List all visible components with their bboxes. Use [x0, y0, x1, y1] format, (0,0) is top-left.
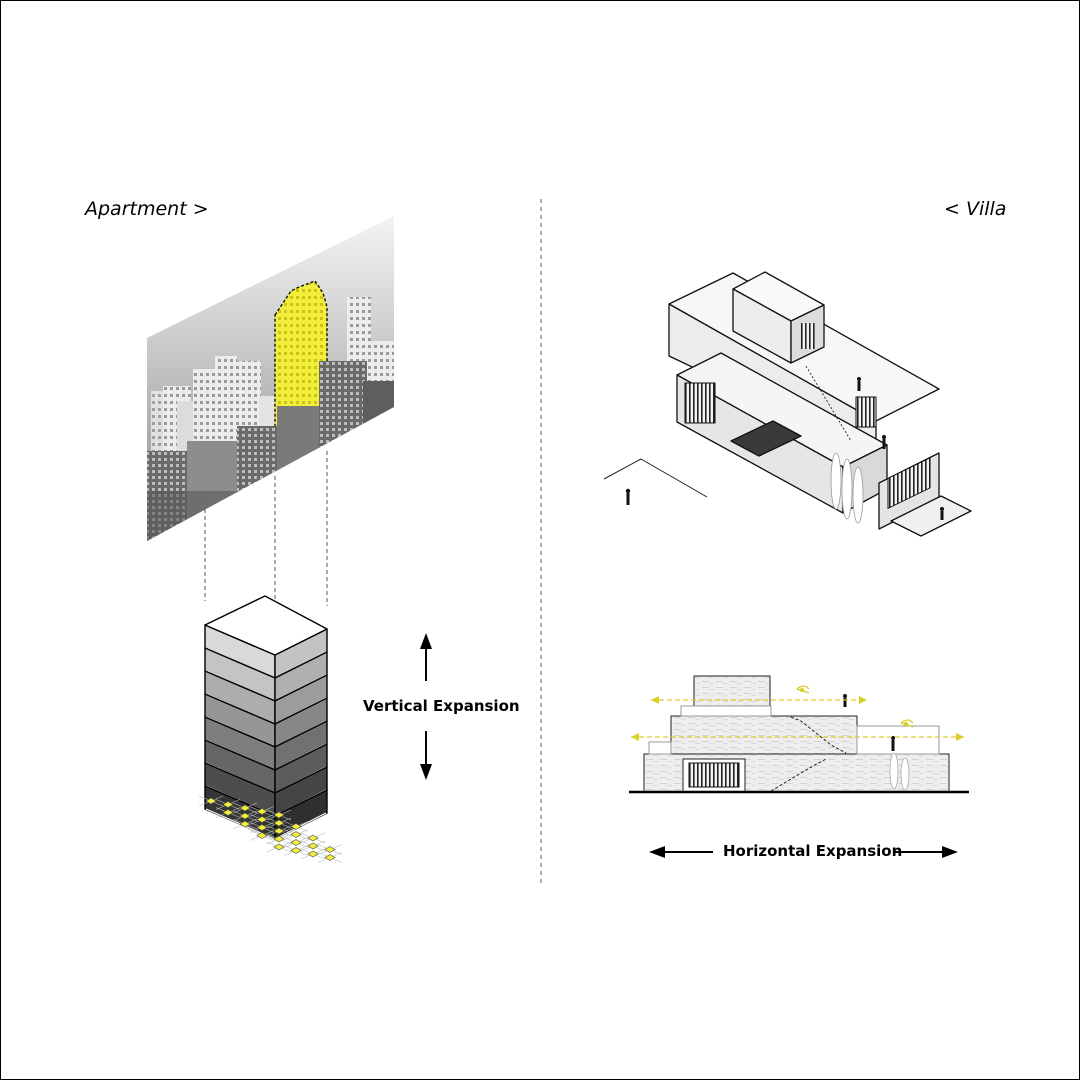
grid-node — [307, 842, 319, 850]
grid-node — [290, 839, 302, 846]
grid-node — [273, 819, 285, 827]
grid-node — [256, 824, 268, 831]
grid-node — [307, 834, 319, 842]
arrow-left-icon — [649, 846, 713, 858]
grid-node — [239, 820, 251, 828]
grid-node — [239, 812, 251, 820]
tower-roof — [204, 595, 328, 656]
grid-node — [307, 850, 319, 858]
arrow-right-icon — [894, 846, 958, 858]
grid-node — [324, 854, 336, 861]
grid-node — [222, 809, 234, 816]
grid-node — [290, 831, 302, 838]
arrow-down-icon — [420, 731, 432, 780]
eye-icon — [796, 685, 810, 694]
apartment-label: Apartment > — [85, 198, 209, 220]
arrow-up-icon — [420, 633, 432, 681]
horizontal-expansion-label: Horizontal Expansion — [723, 842, 903, 860]
highlighted-tower — [274, 280, 328, 432]
villa-elevation — [629, 675, 969, 794]
vertical-expansion-label: Vertical Expansion — [363, 697, 520, 715]
person-figure — [625, 377, 944, 520]
eye-icon — [900, 719, 914, 728]
site-grid — [198, 795, 343, 863]
grid-node — [273, 843, 285, 851]
villa-isometric — [603, 271, 972, 537]
grid-node — [205, 797, 217, 805]
grid-node — [324, 846, 336, 853]
projection-lines — [204, 451, 328, 641]
sight-lines — [631, 699, 964, 738]
grid-node — [290, 823, 302, 830]
grid-node — [273, 835, 285, 843]
villa-label: < Villa — [944, 198, 1007, 220]
grid-node — [222, 801, 234, 808]
grid-node — [256, 816, 268, 823]
grid-node — [256, 832, 268, 839]
grid-node — [273, 811, 285, 819]
grid-node — [273, 827, 285, 835]
grid-node — [239, 804, 251, 812]
city-photo-panel — [147, 216, 394, 541]
grid-node — [256, 808, 268, 815]
grid-node — [290, 847, 302, 854]
